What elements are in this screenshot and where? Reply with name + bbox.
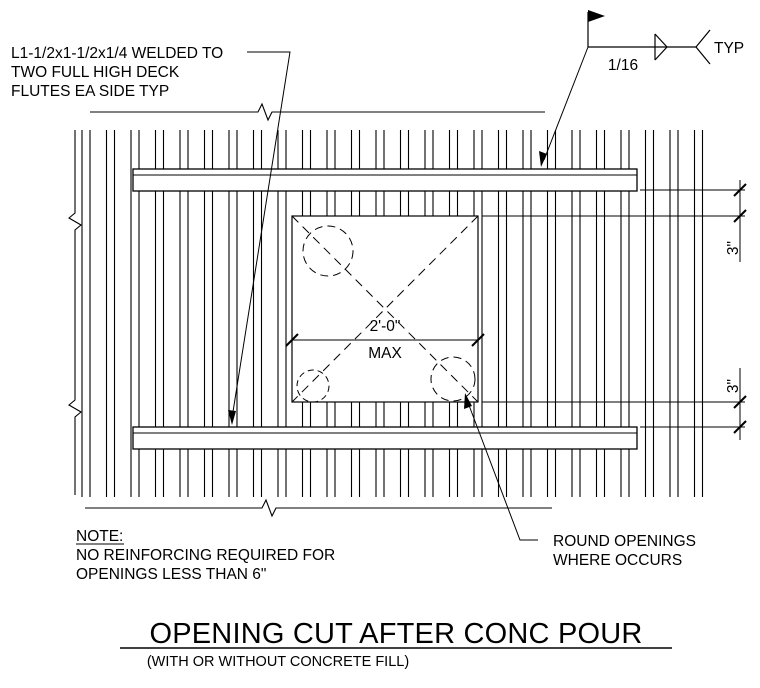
deck-opening [285,215,485,403]
round-openings-line: ROUND OPENINGS [553,533,696,550]
round-openings-text: ROUND OPENINGS WHERE OCCURS [553,533,696,569]
angle-bottom [132,426,638,450]
weld-callout-leader [231,51,291,419]
support-angles [132,168,638,450]
edge-dimensions [482,180,747,440]
weld-tail-note: TYP [714,40,744,57]
round-opening [296,369,330,403]
opening-size-label: 2'-0" [370,318,401,335]
weld-symbol-leader [543,46,589,161]
round-opening [430,356,476,402]
round-openings-leader [466,399,538,541]
leader-arrowheads [228,151,547,425]
weld-callout-line: FLUTES EA SIDE TYP [11,83,169,100]
weld-symbol [587,10,711,65]
leaders [231,46,589,541]
round-opening [302,225,354,277]
detail-subtitle: (WITH OR WITHOUT CONCRETE FILL) [147,654,409,670]
opening-limit-label: MAX [368,345,402,362]
note-line: OPENINGS LESS THAN 6" [76,566,266,583]
weld-callout-line: L1-1/2x1-1/2x1/4 WELDED TO [11,45,223,62]
angle-top [132,168,638,192]
note-line: NO REINFORCING REQUIRED FOR [76,547,335,564]
note-heading: NOTE: [76,528,123,545]
top-break-line [90,102,545,122]
edge-dimension-bottom: 3" [725,379,742,393]
fillet-weld-icon [654,33,668,61]
field-weld-flag-icon [588,10,605,22]
note-block: NOTE: NO REINFORCING REQUIRED FOR OPENIN… [76,528,335,583]
break-lines [68,102,552,518]
detail-title: OPENING CUT AFTER CONC POUR [149,618,642,650]
bottom-break-line [85,498,552,518]
left-break-line [68,130,82,495]
weld-size: 1/16 [608,57,638,74]
weld-callout-text: L1-1/2x1-1/2x1/4 WELDED TO TWO FULL HIGH… [11,45,223,100]
weld-callout-line: TWO FULL HIGH DECK [11,64,180,81]
round-openings-line: WHERE OCCURS [553,552,682,569]
edge-dimension-top: 3" [725,241,742,255]
